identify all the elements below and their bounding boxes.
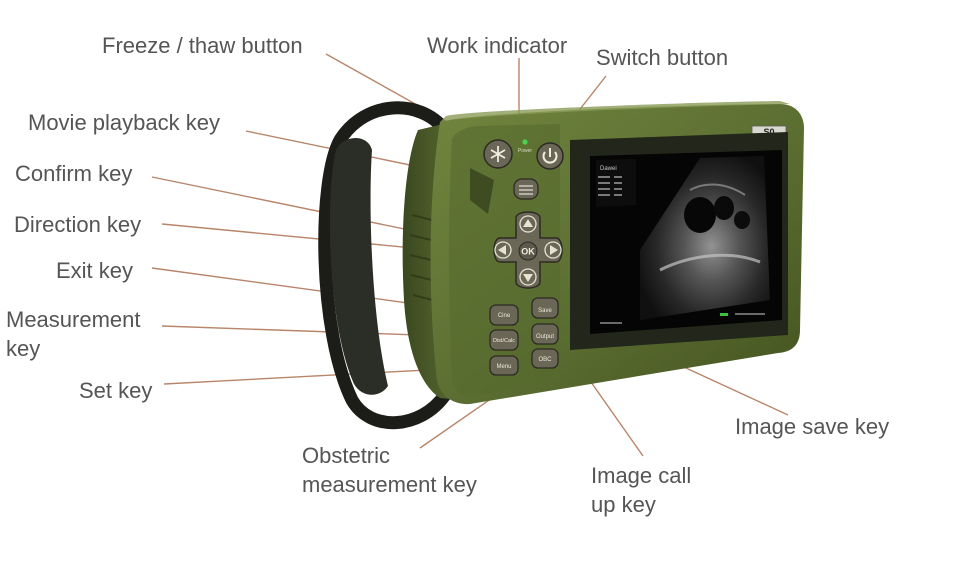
left-arrow-icon	[498, 245, 506, 255]
movie-playback-key[interactable]	[513, 178, 539, 200]
measurement-key-caption: Dist/Calc	[493, 338, 515, 344]
measurement-key[interactable]: Dist/Calc	[489, 329, 519, 351]
handle-strap	[318, 101, 451, 430]
right-arrow-icon	[550, 245, 558, 255]
switch-button[interactable]	[536, 142, 564, 170]
label-image-call-up-key: Image call up key	[591, 463, 692, 517]
direction-right-key[interactable]	[544, 241, 562, 259]
ultrasound-scan-image	[640, 156, 770, 320]
work-indicator: Power	[518, 139, 533, 154]
screen-brand: Dawei	[600, 166, 617, 172]
direction-up-key[interactable]	[519, 215, 537, 233]
label-confirm-key: Confirm key	[15, 161, 133, 186]
label-freeze-thaw-button: Freeze / thaw button	[102, 33, 303, 58]
exit-key-caption: Cine	[498, 313, 511, 319]
obstetric-key[interactable]: OBC	[531, 348, 559, 369]
set-key-caption: Menu	[496, 364, 511, 370]
freeze-button[interactable]	[483, 139, 513, 169]
label-exit-key: Exit key	[56, 258, 134, 283]
label-direction-key: Direction key	[14, 212, 142, 237]
power-caption: Power	[518, 148, 533, 154]
label-measurement-key: Measurement key	[6, 307, 141, 361]
power-icon	[542, 148, 558, 164]
direction-down-key[interactable]	[519, 268, 537, 286]
ok-key[interactable]: OK	[518, 241, 538, 261]
exit-key[interactable]: Cine	[489, 304, 519, 326]
set-key[interactable]: Menu	[489, 355, 519, 376]
image-call-up-key[interactable]: Output	[531, 323, 559, 345]
ok-label: OK	[521, 247, 535, 257]
top-buttons: Power	[483, 139, 564, 170]
screen: Dawei	[570, 132, 788, 350]
label-image-save-key: Image save key	[735, 414, 890, 439]
direction-pad: OK	[493, 211, 563, 289]
up-arrow-icon	[523, 219, 533, 227]
label-obstetric-measurement-key: Obstetric measurement key	[302, 443, 477, 497]
obstetric-key-caption: OBC	[538, 357, 552, 363]
down-arrow-icon	[523, 274, 533, 282]
label-movie-playback-key: Movie playback key	[28, 110, 220, 135]
model-badge: S0	[763, 127, 774, 137]
direction-left-key[interactable]	[494, 241, 512, 259]
call-up-key-caption: Output	[536, 334, 554, 340]
save-key-caption: Save	[538, 308, 552, 314]
label-switch-button: Switch button	[596, 45, 729, 70]
image-save-key[interactable]: Save	[531, 297, 559, 319]
label-set-key: Set key	[79, 378, 153, 403]
snowflake-icon	[490, 146, 506, 162]
label-work-indicator: Work indicator	[427, 33, 568, 58]
